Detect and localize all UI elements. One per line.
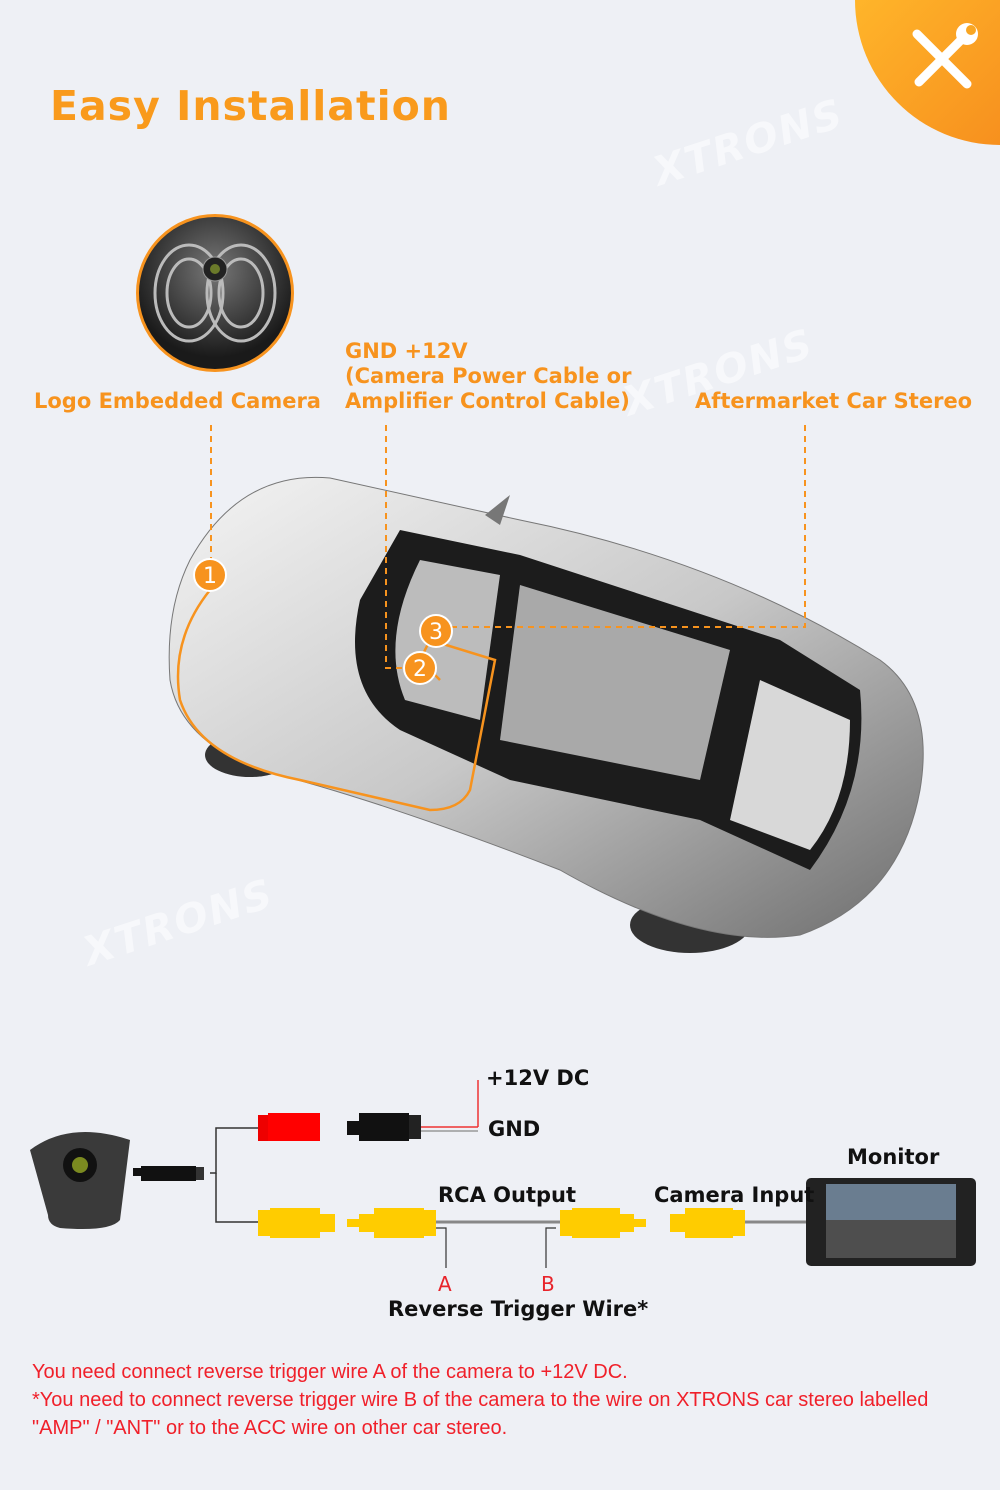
label-power-2: (Camera Power Cable or <box>345 364 632 388</box>
watermark: XTRONS <box>647 90 850 196</box>
label-power-1: GND +12V <box>345 339 468 363</box>
label-wire-a: A <box>438 1272 452 1296</box>
label-stereo: Aftermarket Car Stereo <box>695 389 973 413</box>
tools-icon <box>912 23 978 89</box>
black-connector <box>359 1113 409 1141</box>
label-reverse-trigger: Reverse Trigger Wire* <box>388 1297 649 1321</box>
note-line: You need connect reverse trigger wire A … <box>32 1361 628 1383</box>
car-illustration <box>168 425 924 953</box>
label-wire-b: B <box>541 1272 555 1296</box>
rca-connectors <box>258 1208 745 1238</box>
installation-notes: You need connect reverse trigger wire A … <box>32 1358 972 1442</box>
marker-1: 1 <box>193 558 227 592</box>
label-12v-dc: +12V DC <box>486 1066 590 1090</box>
red-connector <box>268 1113 320 1141</box>
page-title: Easy Installation <box>50 82 451 130</box>
label-power-3: Amplifier Control Cable) <box>345 389 630 413</box>
marker-3: 3 <box>419 614 453 648</box>
label-gnd: GND <box>488 1117 541 1141</box>
label-rca-output: RCA Output <box>438 1183 577 1207</box>
wiring-diagram <box>30 1080 976 1268</box>
label-monitor: Monitor <box>847 1145 940 1169</box>
logo-camera-photo <box>136 214 294 372</box>
label-camera: Logo Embedded Camera <box>34 389 321 413</box>
note-line: "AMP" / "ANT" or to the ACC wire on othe… <box>32 1417 508 1439</box>
label-camera-input: Camera Input <box>654 1183 815 1207</box>
note-line: *You need to connect reverse trigger wir… <box>32 1389 929 1411</box>
marker-2: 2 <box>403 651 437 685</box>
